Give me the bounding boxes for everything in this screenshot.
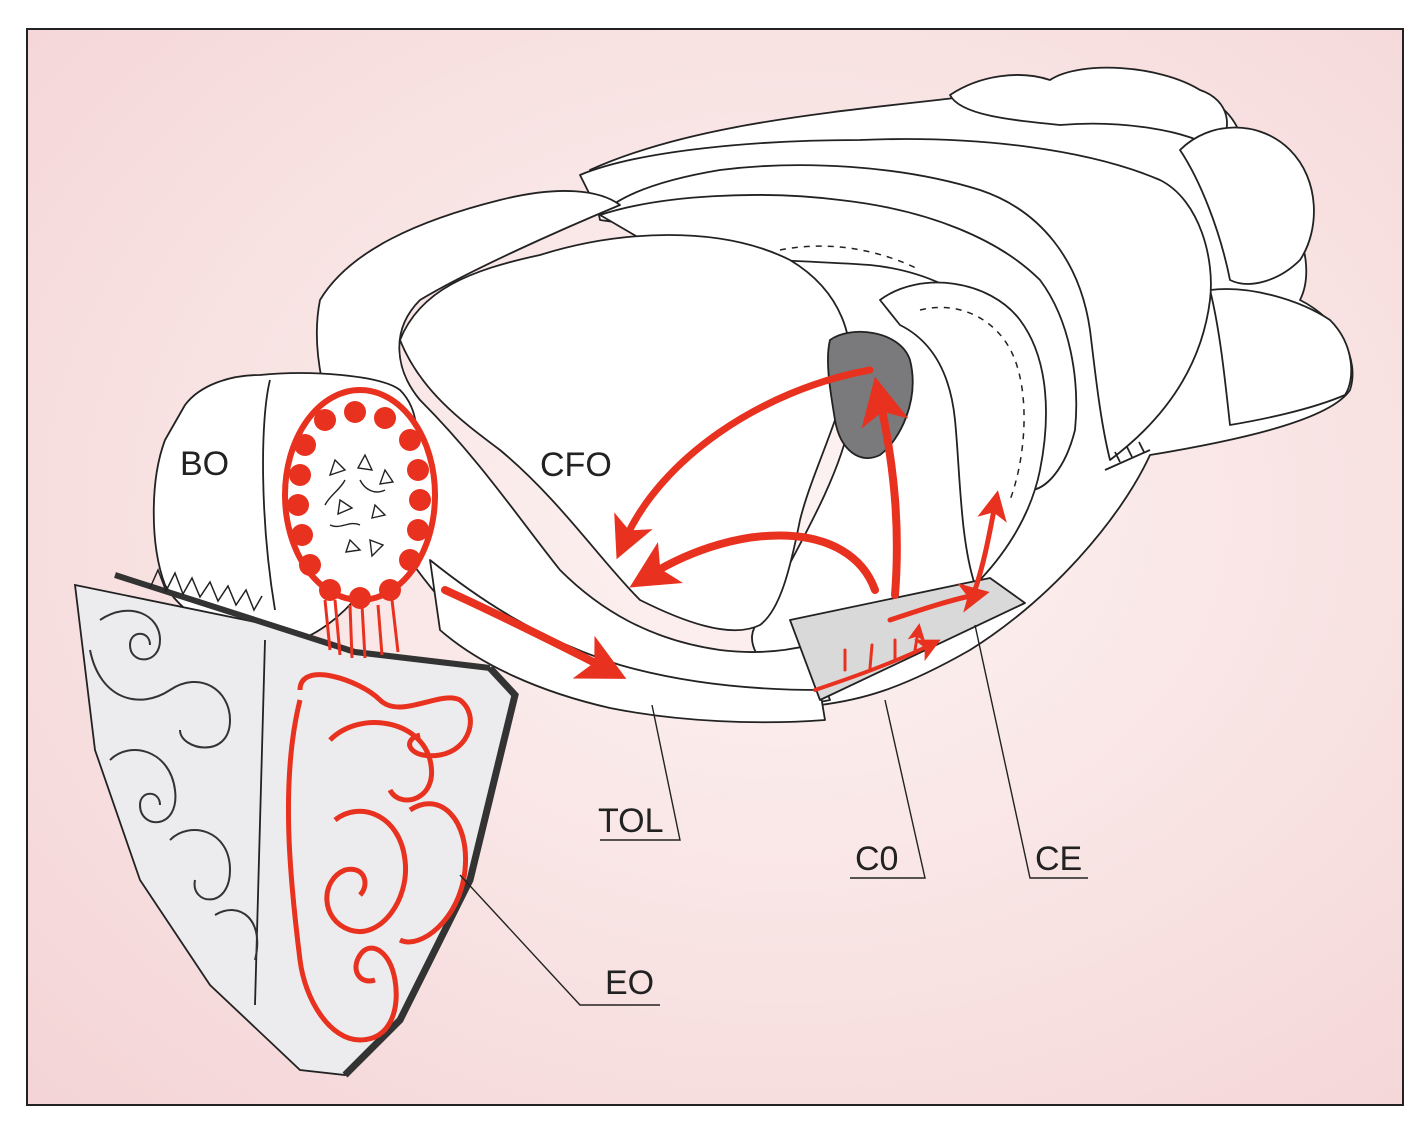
label-ce: CE: [1035, 840, 1082, 878]
glomerulus-oval: [282, 387, 438, 659]
pathway-arrows: [441, 366, 1007, 692]
tol-leader: [600, 704, 681, 841]
co-leader: [850, 699, 926, 879]
label-tol: TOL: [598, 802, 664, 840]
leader-lines: [459, 624, 1088, 1006]
olfactory-epithelium-block: [73, 568, 519, 1078]
label-cfo: CFO: [540, 446, 612, 484]
label-bo: BO: [180, 445, 229, 483]
hippocampal-dash-lines: [779, 245, 1025, 501]
label-co: C0: [855, 840, 898, 878]
ce-leader: [974, 624, 1088, 879]
eo-leader: [459, 874, 660, 1006]
label-eo: EO: [605, 964, 654, 1002]
